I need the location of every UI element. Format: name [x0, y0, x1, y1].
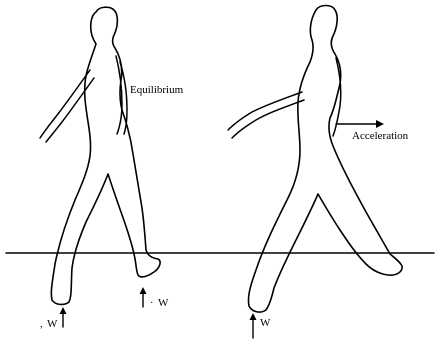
- figure-equilibrium: [40, 7, 160, 304]
- arm-back-left: [40, 70, 90, 138]
- label-acceleration: Acceleration: [352, 130, 409, 142]
- acceleration-arrow: [336, 120, 384, 128]
- label-equilibrium: Equilibrium: [130, 84, 184, 96]
- label-w-left-back: W: [47, 318, 58, 330]
- weight-arrow-right: [250, 313, 257, 338]
- label-w-right: W: [260, 317, 271, 329]
- figure-acceleration: [228, 6, 402, 313]
- tick-left-back: ,: [40, 319, 43, 330]
- tick-left-front: ·: [150, 298, 153, 309]
- weight-arrow-left-front: [140, 287, 147, 307]
- arm-back-right: [228, 92, 302, 130]
- label-w-left-front: W: [158, 297, 169, 309]
- weight-arrow-left-back: [60, 307, 67, 327]
